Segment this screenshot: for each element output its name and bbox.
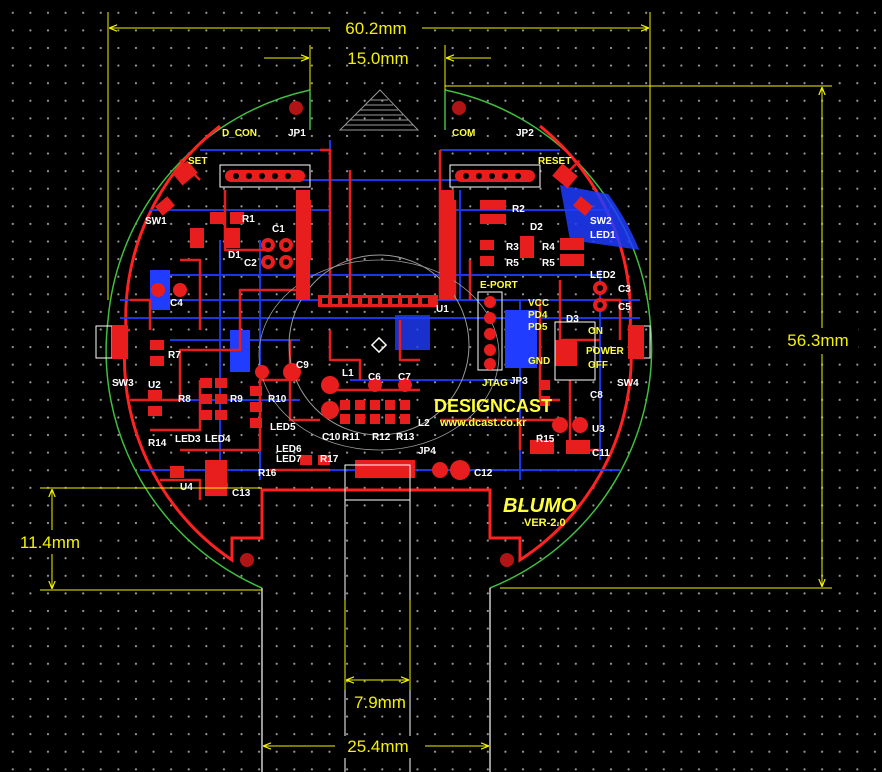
connector-width-label: 15.0mm [347,49,408,68]
label-r11: R11 [342,432,360,443]
label-led4: LED4 [205,434,231,445]
label-d1: D1 [228,250,241,261]
label-c10: C10 [322,432,341,443]
label-l1: L1 [342,368,354,379]
label-r12: R12 [372,432,391,443]
label-e-port: E-PORT [480,280,518,291]
label-r5b: R5 [542,258,555,269]
label-led2: LED2 [590,270,616,281]
tab-height-label: 11.4mm [20,533,80,552]
label-c1: C1 [272,224,285,235]
label-power: POWER [586,346,625,357]
label-set: SET [188,156,207,167]
company-url: www.dcast.co.kr [439,417,527,429]
label-c13: C13 [232,488,251,499]
label-r7: R7 [168,350,181,361]
label-c6: C6 [368,372,381,383]
silkscreen-labels: D_CON JP1 COM JP2 SET RESET SW1 SW2 SW3 … [112,128,639,529]
label-gnd: GND [528,356,550,367]
label-pd4: PD4 [528,310,548,321]
product-version: VER-2.0 [524,517,566,529]
label-jp4: JP4 [418,446,436,457]
label-c7: C7 [398,372,411,383]
label-c4: C4 [170,298,183,309]
label-r5: R5 [506,258,519,269]
product-name: BLUMO [503,495,577,517]
tab-width-label: 25.4mm [347,737,408,756]
label-led7: LED7 [276,454,302,465]
label-off: OFF [588,360,608,371]
label-u1: U1 [436,304,449,315]
label-r13: R13 [396,432,415,443]
overall-width-label: 60.2mm [345,19,406,38]
label-on: ON [588,326,603,337]
label-c12: C12 [474,468,493,479]
label-led5: LED5 [270,422,296,433]
label-sw2: SW2 [590,216,612,227]
label-c11: C11 [592,448,610,459]
slot-width-label: 7.9mm [354,693,406,712]
label-u4: U4 [180,482,193,493]
copper-layers [120,140,640,500]
label-jtag: JTAG [482,378,508,389]
footprints [112,89,644,567]
company-name: DESIGNCAST [434,396,552,416]
label-d2: D2 [530,222,543,233]
label-sw3: SW3 [112,378,134,389]
label-r17: R17 [320,454,339,465]
label-r10: R10 [268,394,287,405]
label-r8: R8 [178,394,191,405]
label-c8: C8 [590,390,603,401]
label-r2: R2 [512,204,525,215]
label-d3: D3 [566,314,579,325]
label-pd5: PD5 [528,322,548,333]
label-com: COM [452,128,475,139]
label-led1: LED1 [590,230,616,241]
label-vcc: VCC [528,298,549,309]
label-jp1: JP1 [288,128,306,139]
label-r16: R16 [258,468,277,479]
label-d-con: D_CON [222,128,257,139]
label-l2: L2 [418,418,430,429]
label-jp3: JP3 [510,376,528,387]
label-r3: R3 [506,242,519,253]
label-sw1: SW1 [145,216,167,227]
label-u2: U2 [148,380,161,391]
dimension-annotations: 60.2mm 15.0mm 56.3mm 11.4mm 7.9mm 25.4mm [10,12,858,758]
label-c9: C9 [296,360,309,371]
label-reset: RESET [538,156,571,167]
label-r9: R9 [230,394,243,405]
label-u3: U3 [592,424,605,435]
label-c2: C2 [244,258,257,269]
label-r4: R4 [542,242,555,253]
height-label: 56.3mm [787,331,848,350]
label-r15: R15 [536,434,555,445]
label-led3: LED3 [175,434,201,445]
label-r1: R1 [242,214,255,225]
label-c5: C5 [618,302,631,313]
label-c3: C3 [618,284,631,295]
label-jp2: JP2 [516,128,534,139]
label-r14: R14 [148,438,167,449]
label-led6: LED6 [276,444,302,455]
label-sw4: SW4 [617,378,639,389]
